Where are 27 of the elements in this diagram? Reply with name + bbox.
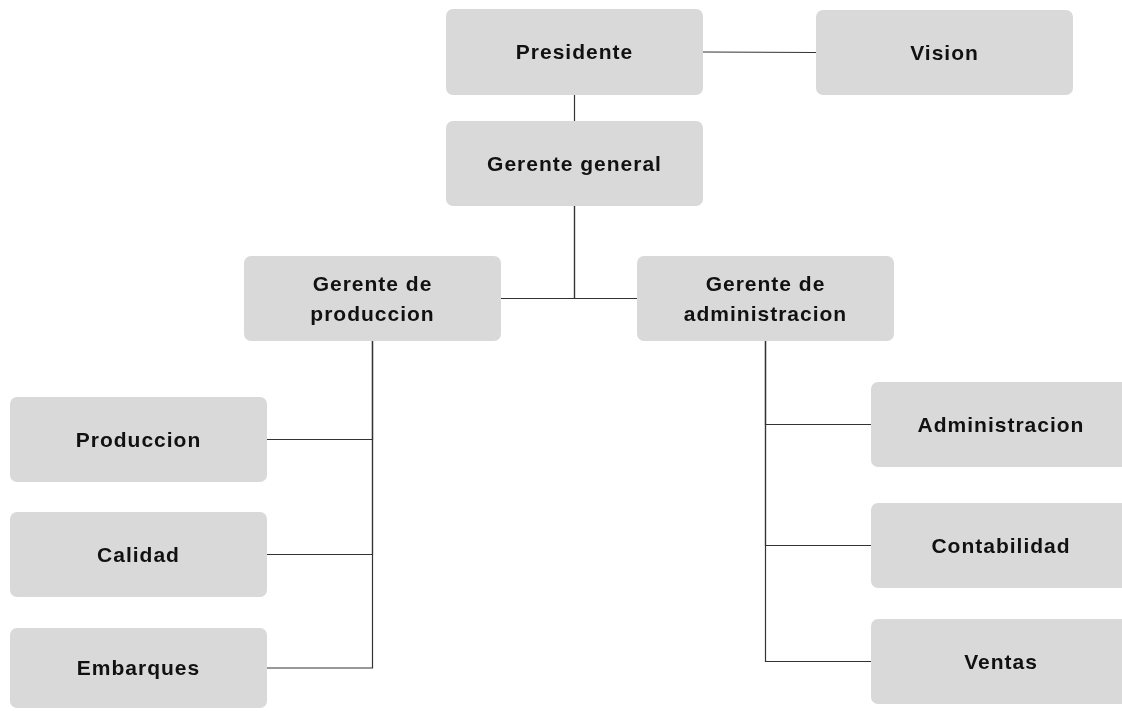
connector-line [764,340,872,663]
role-label: Embarques [76,655,201,682]
org-box [10,628,267,708]
connector-line [702,51,817,54]
role-label: Contabilidad [931,532,1071,559]
connector-line [266,340,374,669]
role-label: Vision [910,39,979,66]
role-label: Gerente de administracion [682,271,849,327]
connector-line [573,94,576,122]
role-label: Gerente de produccion [309,271,436,327]
role-label: Produccion [75,426,202,453]
org-box [10,512,267,597]
role-label: Administracion [917,411,1085,438]
role-label: Gerente general [487,150,662,177]
org-box [446,121,703,206]
org-box [637,256,894,341]
org-box [871,503,1122,588]
role-label: Presidente [515,39,634,66]
connector-line [573,205,638,300]
org-box [244,256,501,341]
org-box [871,382,1122,467]
org-box [10,397,267,482]
org-box [871,619,1122,704]
role-label: Calidad [97,541,180,568]
org-box [816,10,1073,95]
role-label: Ventas [964,648,1038,675]
org-box [446,9,703,95]
